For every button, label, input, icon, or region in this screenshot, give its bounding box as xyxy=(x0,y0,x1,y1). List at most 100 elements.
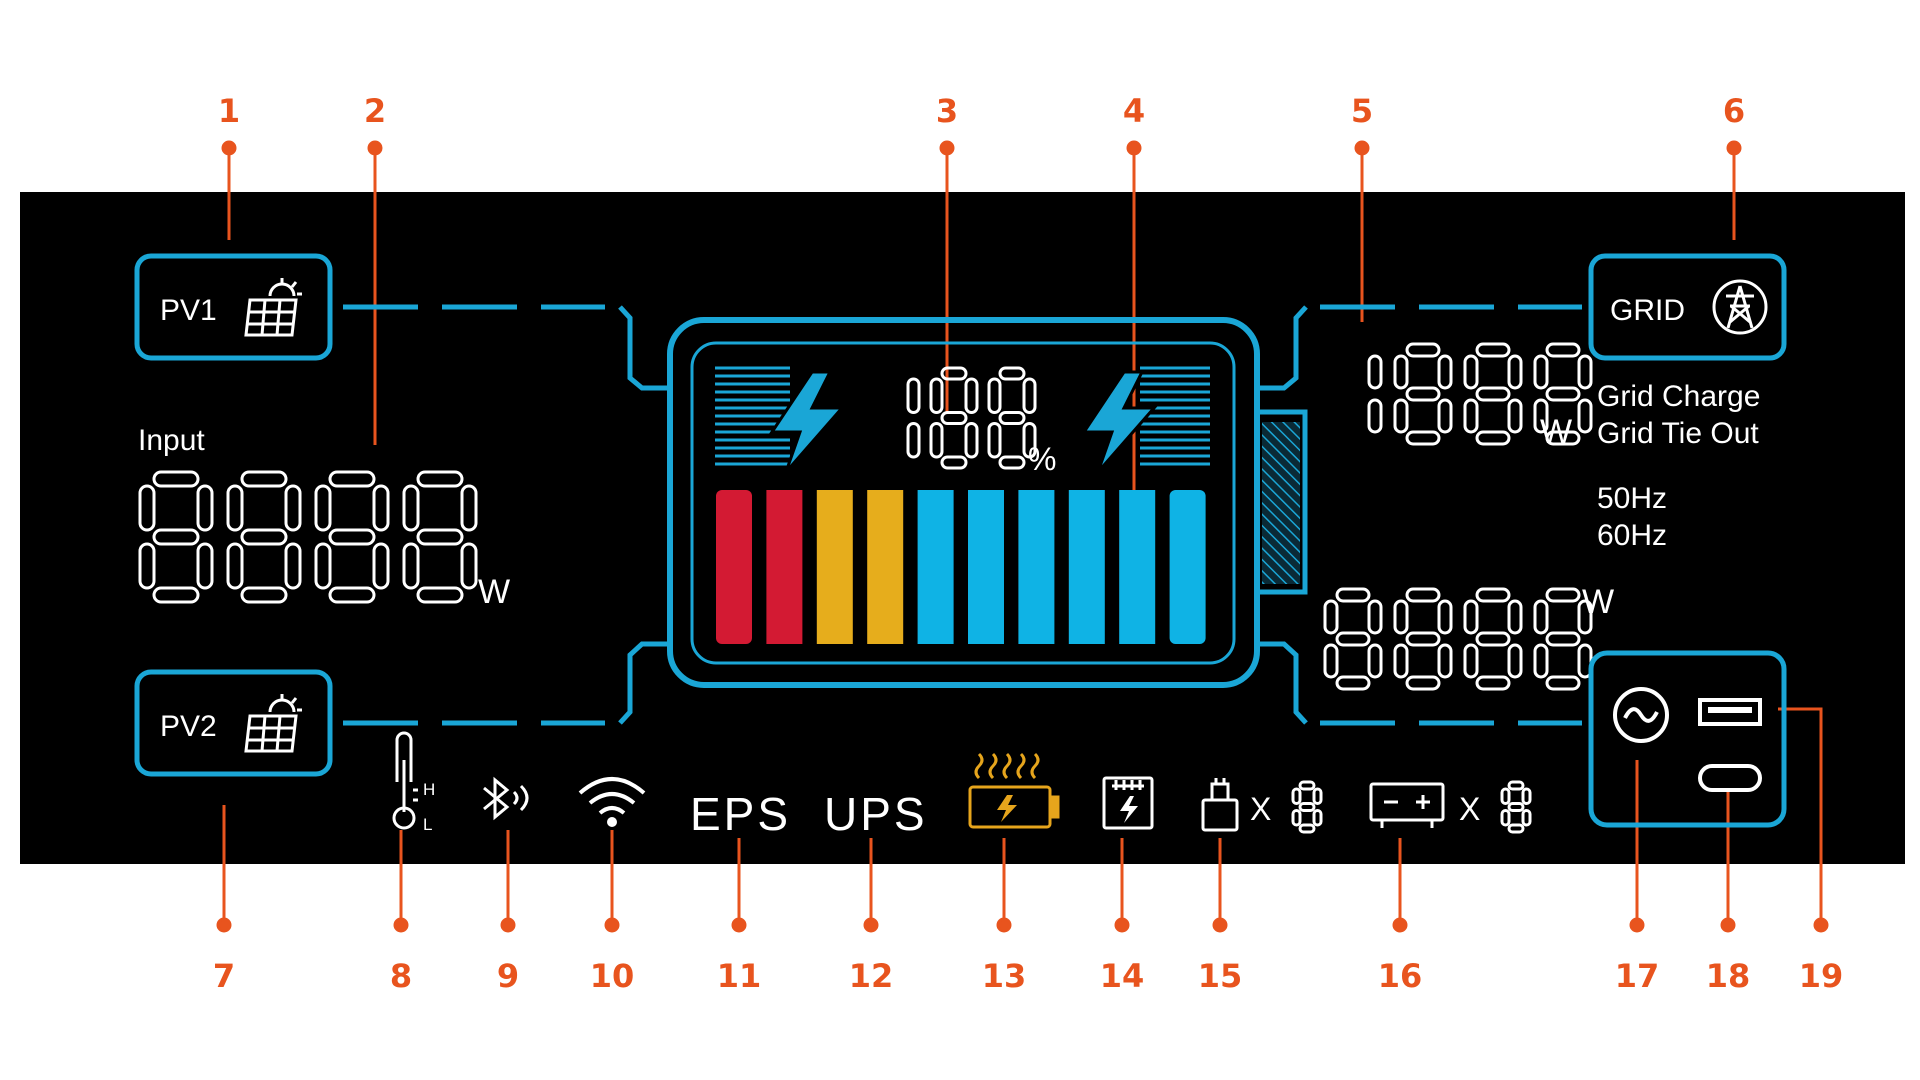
charge-stripes-right xyxy=(1140,366,1210,466)
solar-panel-icon xyxy=(244,694,302,753)
thermometer-icon xyxy=(392,731,418,830)
digit-segment xyxy=(1405,675,1441,691)
freq-50hz-label: 50Hz xyxy=(1597,482,1667,515)
battery-level-bar xyxy=(968,490,1004,644)
battery-level-bar xyxy=(1068,490,1105,644)
digit-segment xyxy=(1437,398,1453,434)
digit-segment xyxy=(1521,809,1532,827)
input-label: Input xyxy=(138,424,205,457)
digit-segment xyxy=(416,528,464,546)
battery-level-bars xyxy=(716,490,1206,644)
battery-pack-multiplier: X xyxy=(1459,791,1480,827)
digit-segment xyxy=(998,455,1026,470)
grid-label: GRID xyxy=(1610,294,1685,327)
parallel-unit-icon xyxy=(1201,778,1239,832)
digit-segment xyxy=(240,470,288,488)
digit-segment xyxy=(1367,354,1383,390)
digit-segment xyxy=(1475,430,1511,446)
digit-segment xyxy=(1507,802,1525,812)
digit-segment xyxy=(1463,354,1479,390)
battery-level-bar xyxy=(816,490,853,644)
digit-segment xyxy=(1393,398,1409,434)
digit-segment xyxy=(1393,643,1409,679)
digit-segment xyxy=(1545,587,1581,603)
digit-segment xyxy=(284,542,302,590)
digit-segment xyxy=(1500,787,1511,805)
digit-segment xyxy=(906,422,921,459)
battery-level-bar xyxy=(1119,490,1156,644)
callout-3: 3 xyxy=(936,92,958,130)
digit-segment xyxy=(1437,599,1453,635)
digit-segment xyxy=(1475,675,1511,691)
digit-segment xyxy=(314,542,332,590)
status-icon-row: H L EPS UPS xyxy=(392,731,1532,840)
digit-segment xyxy=(1405,587,1441,603)
digit-segment xyxy=(1393,599,1409,635)
digit-segment xyxy=(1405,631,1441,647)
callout-9: 9 xyxy=(497,957,519,995)
digit-segment xyxy=(1533,643,1549,679)
digit-segment xyxy=(314,484,332,532)
battery-pack-count-digit xyxy=(1500,780,1532,834)
ac-output-icon xyxy=(1613,687,1669,743)
digit-segment xyxy=(1323,599,1339,635)
digit-segment xyxy=(1405,386,1441,402)
digit-segment xyxy=(1577,599,1593,635)
digit-segment xyxy=(1463,398,1479,434)
digit-segment xyxy=(1335,587,1371,603)
battery-level-bar xyxy=(1169,490,1206,644)
digit-segment xyxy=(1323,643,1339,679)
callout-5: 5 xyxy=(1351,92,1373,130)
digit-segment xyxy=(372,542,390,590)
callout-2: 2 xyxy=(364,92,386,130)
digit-segment xyxy=(1545,675,1581,691)
battery-percent-display xyxy=(906,366,1037,470)
usb-c-icon xyxy=(1698,764,1762,792)
digit-segment xyxy=(1533,354,1549,390)
digit-segment xyxy=(328,586,376,604)
callout-18: 18 xyxy=(1706,957,1751,995)
digit-segment xyxy=(1507,354,1523,390)
digit-segment xyxy=(1545,631,1581,647)
digit-segment xyxy=(1393,354,1409,390)
digit-segment xyxy=(940,455,968,470)
wifi-icon xyxy=(578,777,646,827)
digit-segment xyxy=(1367,643,1383,679)
pv1-panel: PV1 xyxy=(134,253,333,361)
callout-12: 12 xyxy=(849,957,894,995)
digit-segment xyxy=(1475,587,1511,603)
digit-segment xyxy=(1475,386,1511,402)
grid-power-display xyxy=(1367,342,1593,446)
digit-segment xyxy=(328,528,376,546)
power-tower-icon xyxy=(1712,279,1768,335)
battery-level-bar xyxy=(716,490,752,644)
callout-17: 17 xyxy=(1615,957,1660,995)
callout-15: 15 xyxy=(1198,957,1243,995)
digit-segment xyxy=(1500,809,1511,827)
callout-13: 13 xyxy=(982,957,1027,995)
grid-tie-out-label: Grid Tie Out xyxy=(1597,417,1759,450)
flow-lines xyxy=(343,304,1582,726)
digit-segment xyxy=(138,542,156,590)
battery-level-bar xyxy=(766,490,803,644)
callout-1: 1 xyxy=(218,92,240,130)
parallel-multiplier: X xyxy=(1250,791,1271,827)
digit-segment xyxy=(1507,643,1523,679)
digit-segment xyxy=(416,470,464,488)
digit-segment xyxy=(1298,780,1316,791)
digit-segment xyxy=(1291,809,1302,827)
digit-segment xyxy=(152,528,200,546)
callout-8: 8 xyxy=(390,957,412,995)
callout-14: 14 xyxy=(1100,957,1145,995)
eps-label: EPS xyxy=(690,788,791,840)
digit-segment xyxy=(940,411,968,425)
digit-segment xyxy=(1475,342,1511,358)
digit-segment xyxy=(1533,398,1549,434)
callout-7: 7 xyxy=(213,957,235,995)
callout-19: 19 xyxy=(1799,957,1844,995)
ups-label: UPS xyxy=(824,788,928,840)
digit-segment xyxy=(402,542,420,590)
digit-segment xyxy=(196,484,214,532)
digit-segment xyxy=(1437,643,1453,679)
digit-segment xyxy=(1437,354,1453,390)
